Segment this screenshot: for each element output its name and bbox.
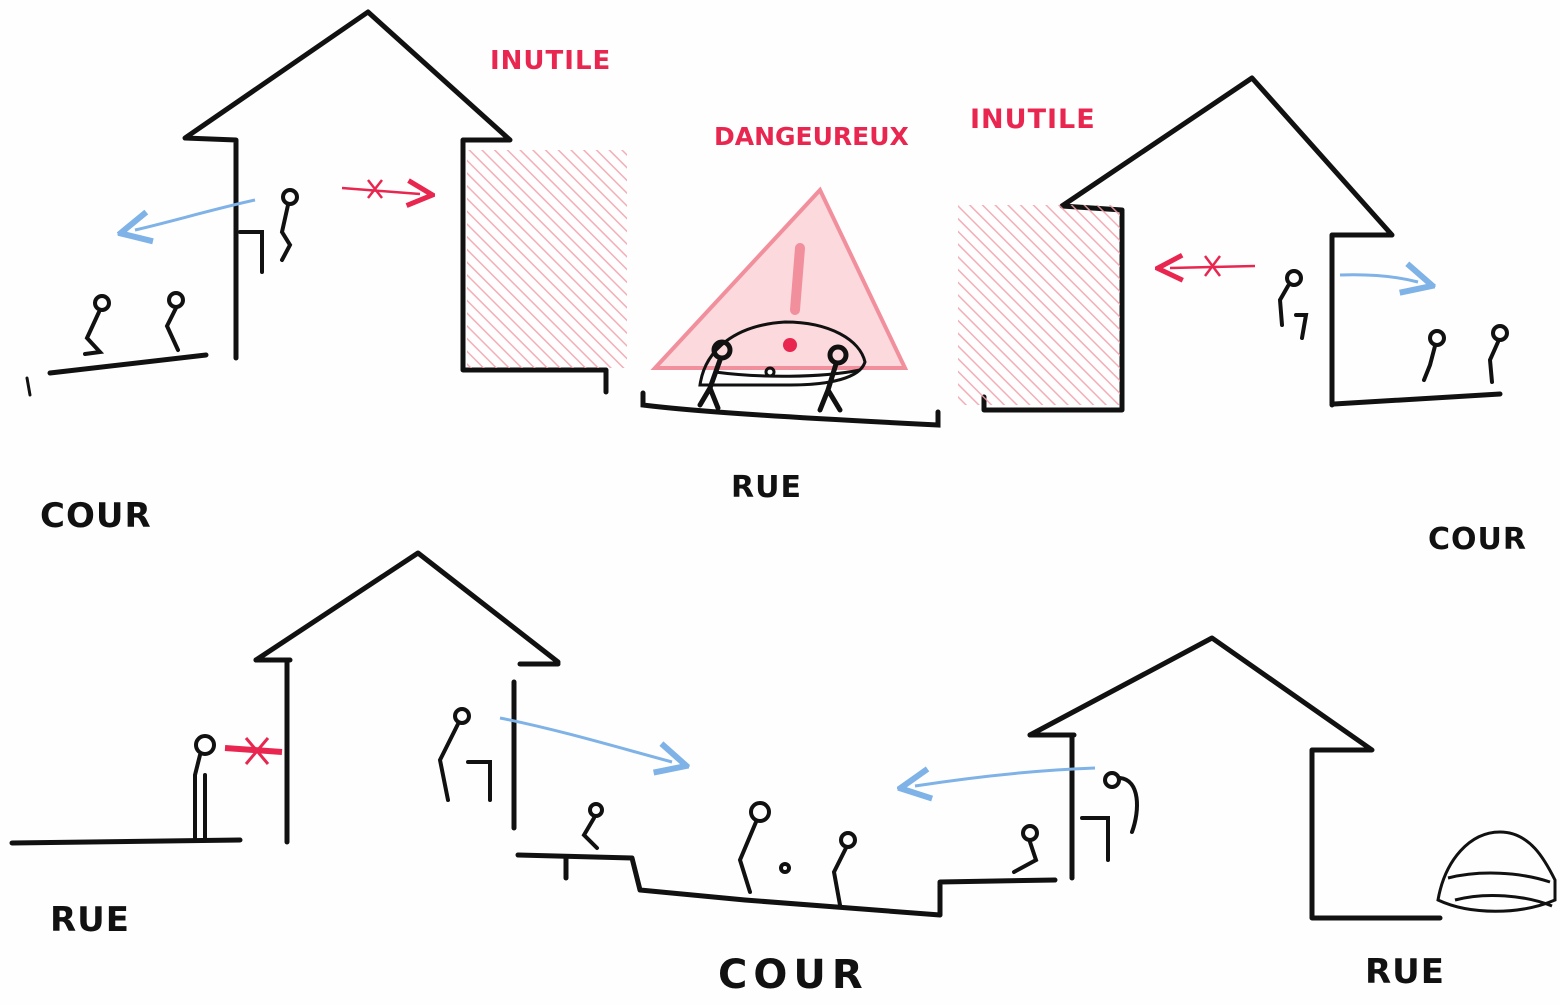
person-icon — [740, 803, 769, 892]
top-left-yard-ground — [50, 355, 206, 373]
person-icon — [167, 293, 183, 350]
car-icon — [1438, 832, 1555, 911]
bottom-right-house-roof — [1030, 638, 1440, 918]
person-icon — [85, 296, 109, 354]
label-bottom-cour: COUR — [718, 952, 869, 998]
blocked-arrow-icon — [342, 180, 420, 198]
top-right-people — [1280, 271, 1507, 382]
view-arrow-icon — [915, 768, 1095, 786]
person-icon — [1014, 826, 1037, 872]
person-icon — [834, 833, 855, 905]
person-icon — [195, 736, 214, 840]
label-top-rue: RUE — [731, 470, 802, 505]
hatch-unused-space-left — [467, 150, 627, 368]
warning-triangle-icon — [655, 190, 905, 368]
view-arrow-icon — [500, 718, 672, 762]
blocked-arrow-icon — [225, 738, 282, 764]
top-right-yard-ground — [1334, 394, 1500, 404]
label-top-left-cour: COUR — [40, 496, 152, 536]
person-icon — [1082, 773, 1137, 860]
blocked-arrow-icon — [1170, 256, 1255, 276]
bottom-right-house — [1030, 638, 1440, 918]
bottom-left-people — [195, 709, 490, 840]
label-dangereux: DANGEUREUX — [714, 122, 909, 151]
person-icon — [1490, 326, 1507, 382]
label-inutile-left: INUTILE — [490, 46, 611, 76]
courtyard-people — [584, 803, 855, 905]
ball — [781, 864, 789, 872]
label-inutile-right: INUTILE — [970, 104, 1096, 135]
person-icon — [1424, 331, 1444, 380]
bottom-right-people — [1014, 773, 1137, 872]
person-icon — [440, 709, 490, 800]
person-icon — [584, 804, 602, 848]
bottom-left-house-roof — [256, 553, 558, 662]
label-bottom-right-rue: RUE — [1365, 952, 1445, 992]
label-top-right-cour: COUR — [1428, 522, 1527, 557]
view-arrow-icon — [1340, 275, 1418, 282]
hatch-unused-space-right — [958, 205, 1120, 405]
label-bottom-left-rue: RUE — [50, 900, 130, 940]
bottom-left-house — [12, 553, 558, 843]
street-ground-top — [643, 393, 938, 425]
person-icon — [1280, 271, 1306, 338]
top-left-ground-tick — [27, 378, 30, 395]
